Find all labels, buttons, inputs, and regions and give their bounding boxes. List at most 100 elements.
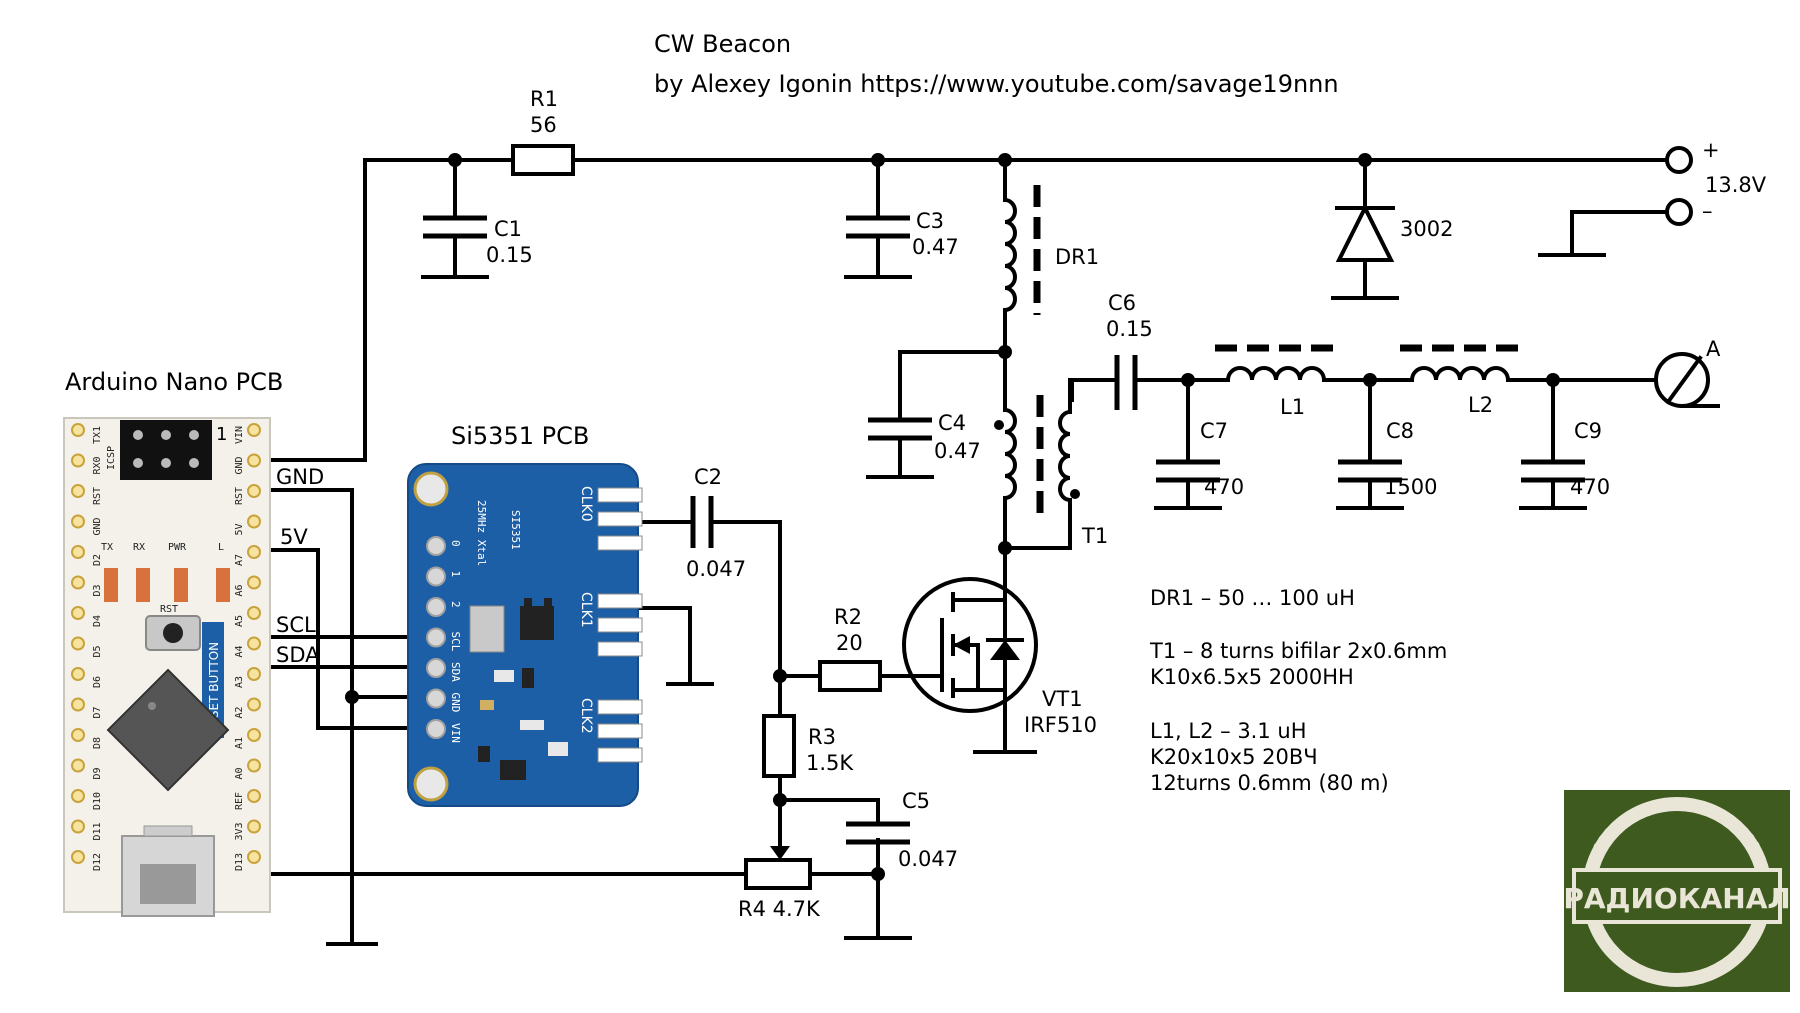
signal-wires: GND 5V SCL SDA [252, 465, 432, 946]
logo-text: РАДИОКАНАЛ [1563, 882, 1790, 915]
capacitor-c1: C1 0.15 [421, 158, 533, 279]
arduino-right-pin-label: A5 [234, 615, 245, 627]
arduino-left-pin-label: D11 [92, 822, 103, 840]
arduino-left-pin-label: D10 [92, 792, 103, 810]
arduino-pin-pad [247, 484, 261, 498]
r1-name: R1 [530, 87, 558, 111]
arduino-pin-pad [247, 758, 261, 773]
si5351-pin-label: 0 [449, 540, 462, 547]
radiokanal-logo: РАДИОКАНАЛ [1563, 790, 1791, 992]
net-label-5v: 5V [280, 525, 308, 549]
resistor-r2: R2 20 [818, 605, 882, 692]
arduino-pin-pad [71, 636, 85, 651]
si5351-pin-pad [426, 658, 446, 678]
c1-name: C1 [494, 217, 522, 241]
inductor-l1: L1 [1215, 344, 1340, 419]
arduino-pin-pad [247, 453, 261, 468]
led-label-rx: RX [133, 542, 145, 553]
c1-value: 0.15 [486, 243, 533, 267]
vt1-name: VT1 [1042, 687, 1083, 711]
arduino-left-pin-label: D12 [92, 853, 103, 871]
arduino-reset-label: RESET BUTTON [207, 642, 221, 734]
arduino-pin-pad [71, 606, 85, 620]
si5351-pin-label: 1 [449, 571, 462, 578]
si5351-pin-label: SCL [449, 632, 462, 652]
arduino-pin-pad [247, 728, 261, 742]
supply-voltage: 13.8V [1705, 173, 1767, 197]
r3-name: R3 [808, 725, 836, 749]
note-l-line2: K20x10x5 20BЧ [1150, 745, 1318, 769]
capacitor-c7: C7 470 [1154, 378, 1244, 510]
c5-name: C5 [902, 789, 930, 813]
arduino-title: Arduino Nano PCB [65, 368, 283, 396]
si5351-crystal [469, 605, 505, 653]
arduino-left-pin-label: D8 [92, 737, 103, 749]
arduino-right-pin-label: REF [234, 792, 245, 810]
arduino-left-pin-label: GND [92, 517, 103, 535]
si5351-clk-label: CLK0 [578, 486, 594, 522]
arduino-right-pin-label: A2 [234, 706, 245, 718]
led-label-tx: TX [101, 542, 113, 553]
capacitor-c2: C2 0.047 [686, 465, 746, 581]
choke-dr1: DR1 [1002, 158, 1099, 354]
arduino-right-pin-label: VIN [234, 426, 245, 444]
capacitor-c5: C5 0.047 [846, 789, 958, 871]
arduino-left-pin-label: D2 [92, 554, 103, 566]
arduino-left-pin-label: RX0 [92, 456, 103, 474]
led-label-pwr: PWR [168, 542, 187, 553]
arduino-right-pin-label: RST [234, 487, 245, 505]
arduino-pin-pad [71, 667, 85, 681]
r2-value: 20 [836, 631, 863, 655]
si5351-clk-label: CLK1 [578, 592, 594, 628]
arduino-pin-pad [71, 484, 85, 498]
si5351-pin-label: VIN [449, 723, 462, 743]
arduino-pin-pad [71, 728, 85, 742]
c6-name: C6 [1108, 291, 1136, 315]
c2-value: 0.047 [686, 557, 746, 581]
arduino-pin-pad [247, 545, 261, 559]
si5351-pin-pad [426, 536, 446, 556]
arduino-pin-pad [71, 850, 85, 864]
c2-name: C2 [694, 465, 722, 489]
resistor-r1: R1 56 [511, 87, 575, 176]
arduino-left-pin-label: TX1 [92, 426, 103, 444]
c4-name: C4 [938, 411, 966, 435]
c7-name: C7 [1200, 419, 1228, 443]
antenna-label: A [1706, 337, 1721, 361]
r3-value: 1.5K [806, 751, 854, 775]
arduino-left-pin-label: RST [92, 487, 103, 505]
arduino-right-pin-label: A1 [234, 737, 245, 749]
c3-name: C3 [916, 209, 944, 233]
c4-value: 0.47 [934, 439, 981, 463]
arduino-pin-pad [71, 697, 85, 712]
output-filter [1181, 373, 1660, 387]
si5351-clk-label: CLK2 [578, 698, 594, 734]
net-label-scl: SCL [276, 613, 316, 637]
diagram-author: by Alexey Igonin https://www.youtube.com… [654, 70, 1339, 98]
si5351-pin-pad [426, 566, 446, 587]
arduino-pin-pad [247, 606, 261, 620]
si5351-pin-pad [426, 627, 446, 648]
r4-label: R4 4.7K [738, 897, 821, 921]
si5351-clk-pad [597, 511, 643, 527]
arduino-pin-pad [247, 667, 261, 681]
capacitor-c4: C4 0.47 [866, 345, 1012, 479]
arduino-pin-pad [247, 850, 261, 864]
si5351-clk-pad [597, 699, 643, 715]
arduino-right-pin-label: GND [234, 456, 245, 474]
arduino-right-pin-label: A6 [234, 584, 245, 596]
c8-name: C8 [1386, 419, 1414, 443]
arduino-pin-pad [71, 575, 85, 590]
diagram-title: CW Beacon [654, 30, 791, 58]
capacitor-c8: C8 1500 [1336, 378, 1437, 510]
arduino-pin-pad [247, 819, 261, 834]
arduino-icsp-label: ICSP [106, 446, 117, 470]
si5351-pin-pad [426, 597, 446, 617]
si5351-clk-pad [597, 723, 643, 739]
led-label-l: L [218, 542, 224, 553]
si5351-clk-pad [597, 593, 643, 609]
si5351-chip [520, 606, 554, 640]
